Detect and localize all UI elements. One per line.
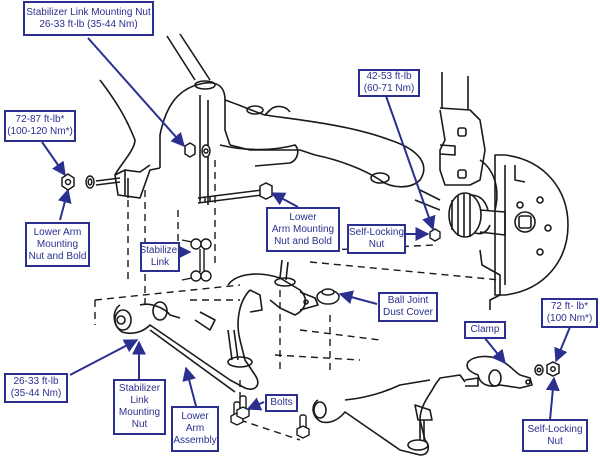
- label-line: Self-Locking: [348, 227, 405, 238]
- callout-leaders: [41, 37, 571, 421]
- label-line: Link: [130, 395, 149, 406]
- callout-ball-joint-dust-cover: Ball Joint Dust Cover: [378, 292, 438, 322]
- bolts-drawing: [230, 395, 310, 439]
- callout-clamp: Clamp: [464, 321, 506, 339]
- label-line: (35-44 Nm): [10, 388, 62, 399]
- label-line: Self-Locking: [527, 423, 583, 435]
- label-line: Nut: [131, 419, 148, 430]
- callout-self-locking-nut-upper: Self-Locking Nut: [347, 224, 406, 254]
- label-line: Ball Joint: [387, 295, 429, 306]
- stabilizer-link: [181, 238, 212, 282]
- callout-bolts: Bolts: [265, 394, 298, 412]
- label-line: Stabilizer: [118, 383, 161, 394]
- label-line: Dust Cover: [383, 307, 434, 318]
- label-line: Bolts: [270, 397, 293, 408]
- lower-arm-mounting-bolt: [197, 182, 273, 204]
- label-line: Mounting: [118, 407, 161, 418]
- strut-knuckle-assembly: [414, 72, 569, 310]
- label-line: Lower: [289, 211, 317, 223]
- label-line: Nut: [368, 239, 385, 250]
- clamp-drawing: [466, 355, 533, 389]
- callout-stabilizer-link: Stabilizer Link: [139, 242, 181, 272]
- callout-lower-arm-mounting-nut-and-bold-center: Lower Arm Mounting Nut and Bold: [266, 207, 340, 252]
- callout-self-locking-nut-torque-upper: 42-53 ft-lb (60-71 Nm): [358, 69, 420, 97]
- self-locking-nut-lower-drawing: [534, 361, 560, 377]
- callout-lower-arm-nut-torque: 72-87 ft-lb* (100-120 Nm*): [4, 110, 76, 142]
- callout-clamp-nut-torque: 72 ft- lb* (100 Nm*): [541, 298, 598, 328]
- label-line: Arm Mounting: [271, 223, 335, 235]
- stabilizer-link-mounting-nut-upper: [184, 142, 211, 158]
- label-line: Nut: [547, 435, 563, 447]
- callout-self-locking-nut-lower: Self-Locking Nut: [522, 419, 588, 452]
- callout-stabilizer-link-mounting-nut-lower: Stabilizer Link Mounting Nut: [113, 379, 166, 435]
- label-line: Clamp: [470, 324, 500, 335]
- label-line: Lower Arm: [33, 226, 82, 238]
- label-line: 72-87 ft-lb*: [15, 114, 65, 125]
- callout-stabilizer-link-mounting-nut-torque: Stabilizer Link Mounting Nut 26-33 ft-lb…: [23, 1, 154, 36]
- ball-joint-dust-cover: [316, 288, 340, 305]
- label-line: Assembly: [173, 435, 217, 446]
- label-line: Link: [150, 257, 170, 268]
- callout-stabilizer-link-nut-torque-lower: 26-33 ft-lb (35-44 Nm): [4, 373, 68, 403]
- label-line: (100 Nm*): [546, 313, 593, 324]
- label-line: Stabilizer: [139, 245, 181, 256]
- label-line: Nut and Bold: [274, 235, 332, 247]
- lower-arm-assembly-drawing: [113, 259, 319, 393]
- label-line: Arm: [185, 423, 205, 434]
- subframe: [99, 33, 425, 205]
- label-line: Mounting: [36, 238, 79, 250]
- label-line: Stabilizer Link Mounting Nut: [26, 6, 151, 18]
- lower-arm-detail: [312, 374, 479, 456]
- label-line: 72 ft- lb*: [550, 301, 589, 312]
- label-line: 26-33 ft-lb (35-44 Nm): [39, 18, 138, 30]
- lower-arm-mounting-nut: [61, 173, 121, 191]
- self-locking-nut-upper: [429, 228, 441, 242]
- label-line: Lower: [181, 411, 209, 422]
- assembly-guide-lines: [94, 160, 501, 441]
- label-line: 26-33 ft-lb: [13, 376, 59, 387]
- label-line: 42-53 ft-lb: [366, 71, 412, 82]
- label-line: (60-71 Nm): [363, 83, 415, 94]
- label-line: (100-120 Nm*): [7, 126, 73, 137]
- callout-lower-arm-assembly: Lower Arm Assembly: [171, 406, 219, 452]
- callout-lower-arm-mounting-nut-and-bold-left: Lower Arm Mounting Nut and Bold: [25, 222, 90, 267]
- label-line: Nut and Bold: [28, 250, 87, 262]
